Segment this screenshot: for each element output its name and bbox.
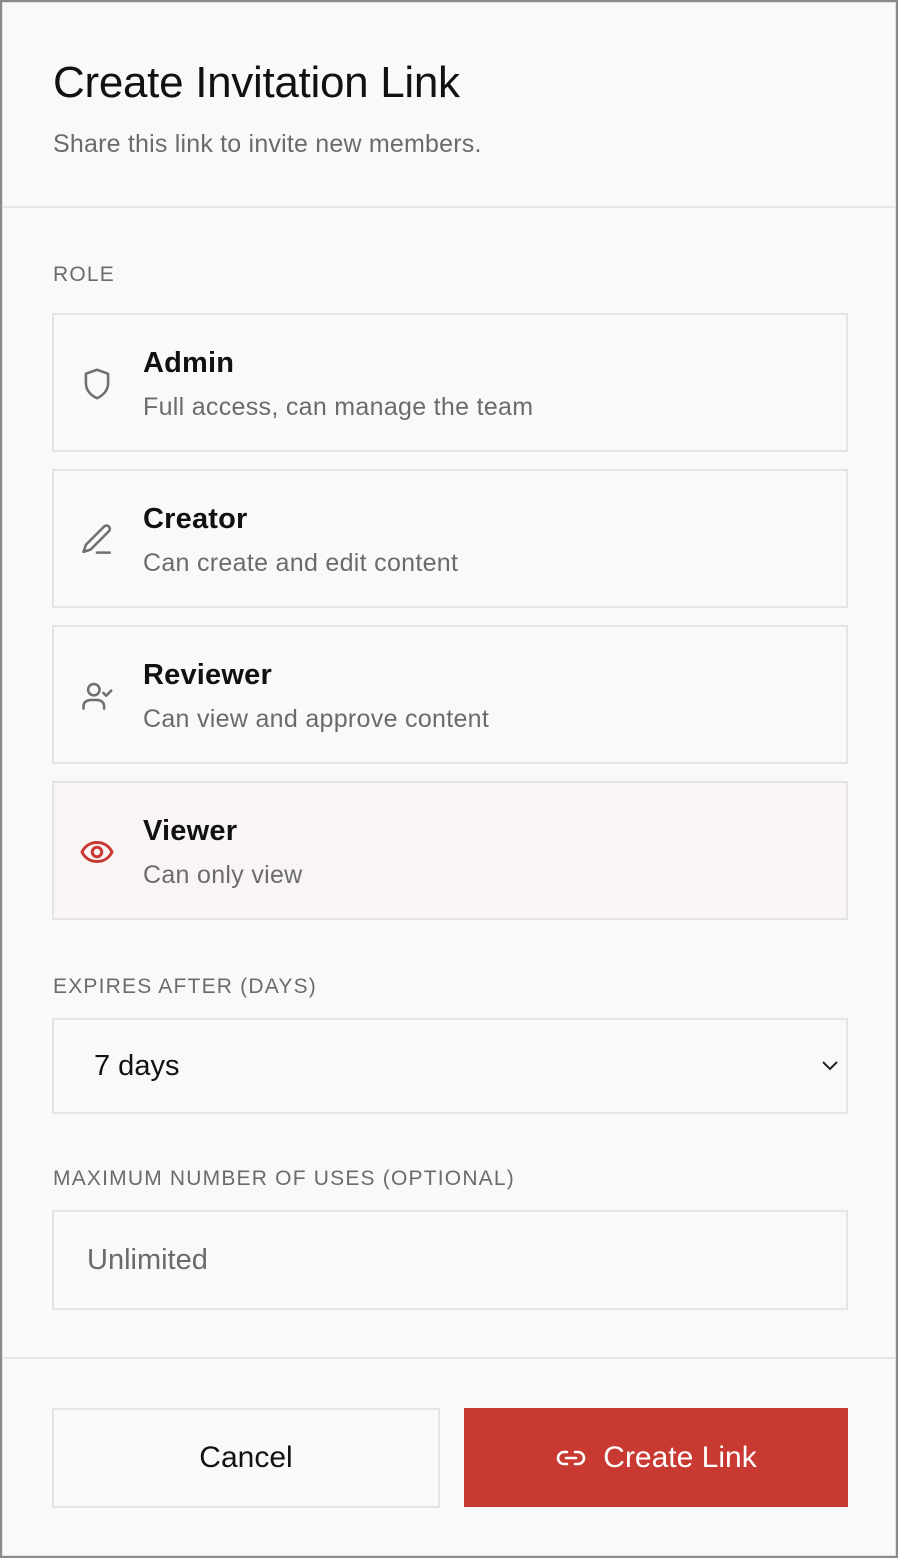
create-link-button-label: Create Link bbox=[603, 1440, 757, 1474]
role-description: Full access, can manage the team bbox=[143, 393, 534, 421]
eye-icon bbox=[80, 840, 114, 864]
role-option-reviewer[interactable]: Reviewer Can view and approve content bbox=[52, 625, 848, 764]
dialog-subtitle: Share this link to invite new members. bbox=[53, 130, 482, 158]
max-uses-input[interactable] bbox=[52, 1210, 848, 1310]
role-description: Can view and approve content bbox=[143, 705, 490, 733]
expires-select-value: 7 days bbox=[94, 1050, 180, 1082]
role-name: Viewer bbox=[143, 815, 238, 847]
dialog-title: Create Invitation Link bbox=[53, 58, 460, 107]
pencil-icon bbox=[82, 524, 112, 554]
dialog-header: Create Invitation Link Share this link t… bbox=[3, 3, 895, 208]
footer-divider bbox=[3, 1357, 895, 1359]
role-name: Creator bbox=[143, 503, 248, 535]
role-option-admin[interactable]: Admin Full access, can manage the team bbox=[52, 313, 848, 452]
max-uses-label: MAXIMUM NUMBER OF USES (OPTIONAL) bbox=[53, 1167, 515, 1190]
role-option-creator[interactable]: Creator Can create and edit content bbox=[52, 469, 848, 608]
link-icon bbox=[556, 1450, 586, 1465]
role-name: Admin bbox=[143, 347, 235, 379]
role-description: Can only view bbox=[143, 861, 303, 889]
create-link-button[interactable]: Create Link bbox=[464, 1408, 848, 1507]
role-label: ROLE bbox=[53, 263, 115, 286]
role-name: Reviewer bbox=[143, 659, 272, 691]
cancel-button[interactable]: Cancel bbox=[52, 1408, 440, 1508]
shield-icon bbox=[84, 368, 110, 400]
cancel-button-label: Cancel bbox=[199, 1441, 293, 1474]
expires-label: EXPIRES AFTER (DAYS) bbox=[53, 975, 317, 998]
user-check-icon bbox=[82, 682, 113, 710]
expires-select[interactable]: 7 days bbox=[52, 1018, 848, 1114]
chevron-down-icon bbox=[822, 1061, 838, 1071]
role-description: Can create and edit content bbox=[143, 549, 459, 577]
role-option-viewer[interactable]: Viewer Can only view bbox=[52, 781, 848, 920]
